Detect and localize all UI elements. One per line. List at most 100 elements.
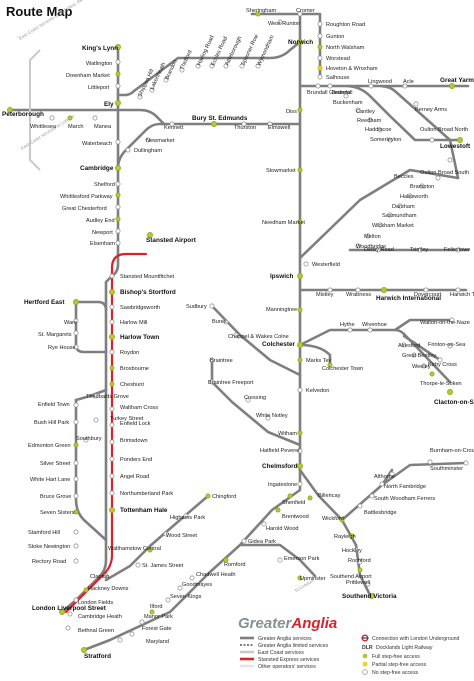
station-salhouse: Salhouse (317, 74, 349, 81)
station-dot (241, 538, 247, 544)
station-dot (73, 299, 79, 305)
station-label: Emerson Park (284, 556, 320, 562)
station-label: Southbury (76, 436, 102, 442)
station-label: Brampton (410, 184, 434, 190)
station-dot (209, 63, 215, 69)
station-label: Hertford East (24, 299, 65, 306)
station-worstead: Worstead (317, 55, 350, 62)
station-label: Tottenham Hale (120, 507, 168, 514)
station-dot (195, 63, 201, 69)
station-darsham: Darsham (392, 203, 415, 210)
station-stratford: Stratford (81, 647, 111, 660)
station-witham: Witham (278, 430, 303, 437)
legend-dlr: Docklands Light Railway (376, 645, 433, 651)
station-rye-house: Rye House (48, 344, 79, 351)
station-diss: Diss (286, 107, 303, 115)
station-label: Theobalds Grove (86, 394, 129, 400)
station-stoke-newington: Stoke Newington (28, 543, 79, 550)
station-althorne: Althorne (374, 471, 395, 480)
station-label: Great Bentley (402, 353, 436, 359)
station-bruce-grove: Bruce Grove (40, 493, 79, 500)
station-dot (109, 273, 115, 279)
station-harold-wood: Harold Wood (261, 521, 299, 532)
station-dot (117, 637, 123, 643)
station-dot (83, 587, 89, 593)
station-dot (307, 495, 313, 501)
station-woodbridge: Woodbridge (355, 243, 386, 250)
station-needham-market: Needham Market (262, 219, 305, 226)
station-label: Downham Market (66, 73, 110, 79)
station-label: Roydon (120, 350, 139, 356)
station-label: March (68, 124, 84, 130)
station-label: Elsenham (90, 241, 115, 247)
station-label: Manea (94, 124, 112, 130)
station-label: Braintree Freeport (208, 380, 254, 386)
station-label: Hoveton & Wroxham (326, 66, 378, 72)
station-label: Enfield Town (38, 402, 70, 408)
station-dot (287, 493, 293, 499)
station-dot (419, 183, 425, 189)
station-label: Harold Wood (266, 526, 299, 532)
station-dot (365, 581, 371, 587)
station-dot (367, 327, 373, 333)
station-dot (233, 332, 239, 338)
station-label: Watlington (86, 61, 112, 67)
station-label: Wickham Market (372, 223, 414, 229)
station-manor-park: Manor Park (139, 614, 173, 625)
station-dot (73, 493, 79, 499)
station-seven-kings: Seven Kings (165, 594, 202, 603)
station-dot (315, 83, 321, 89)
station-dot (73, 529, 79, 535)
station-waterbeach: Waterbeach (82, 139, 121, 147)
station-dot (93, 417, 99, 423)
station-dot (297, 39, 303, 45)
station-goodmayes: Goodmayes (177, 582, 212, 591)
station-label: Stansted Mountfitchet (120, 274, 175, 280)
station-dot (165, 597, 171, 603)
station-label: Wymondham (256, 34, 275, 67)
station-angel-road: Angel Road (109, 473, 149, 480)
station-dot (429, 371, 435, 377)
station-dot (115, 216, 121, 222)
station-dot (73, 344, 79, 350)
station-northumberland-park: Northumberland Park (109, 490, 173, 497)
station-label: Waterbeach (82, 141, 112, 147)
station-dot (73, 402, 79, 408)
station-whittlesford: Whittlesford Parkway (60, 192, 121, 200)
station-label: Gidea Park (248, 539, 276, 545)
station-label: Ipswich (270, 273, 294, 280)
station-dot (297, 448, 303, 454)
station-label: Marks Tey (306, 358, 332, 364)
legend-no-access: No step-free access (372, 670, 419, 676)
station-dot (49, 115, 55, 121)
legend-partial-access: Partial step-free access (372, 662, 427, 668)
station-dot (149, 87, 155, 93)
station-dot (81, 647, 87, 653)
legend-east-coast: East Coast services (258, 650, 304, 656)
station-label: Whittlesford Parkway (60, 194, 113, 200)
station-felixstowe: Felixstowe (444, 247, 470, 253)
station-dot (417, 247, 423, 253)
station-label: Kennett (164, 125, 184, 131)
station-label: Stowmarket (266, 168, 296, 174)
legend: GreaterAnglia Greater Anglia services Gr… (238, 615, 459, 676)
station-label: Prittlewell (346, 580, 370, 586)
station-label: Walthamstow Central (108, 546, 161, 552)
station-dot (103, 573, 109, 579)
station-dot (435, 175, 441, 181)
station-great-yarmouth: Great Yarmouth (440, 77, 474, 89)
station-dot (327, 362, 333, 368)
station-brundall-gardens: Brundall Gardens (307, 83, 351, 96)
station-dot (209, 379, 215, 385)
station-label: Colchester (262, 341, 296, 348)
station-dot (67, 611, 73, 617)
station-label: Needham Market (262, 220, 305, 226)
station-label: Weeley (412, 364, 431, 370)
line-enfield-town (74, 398, 108, 542)
station-dot (115, 192, 121, 198)
line-ely-bury (116, 108, 166, 126)
station-melton: Melton (364, 233, 381, 240)
station-dot (163, 531, 169, 537)
station-dot (241, 121, 247, 127)
station-label: Witham (278, 431, 297, 437)
